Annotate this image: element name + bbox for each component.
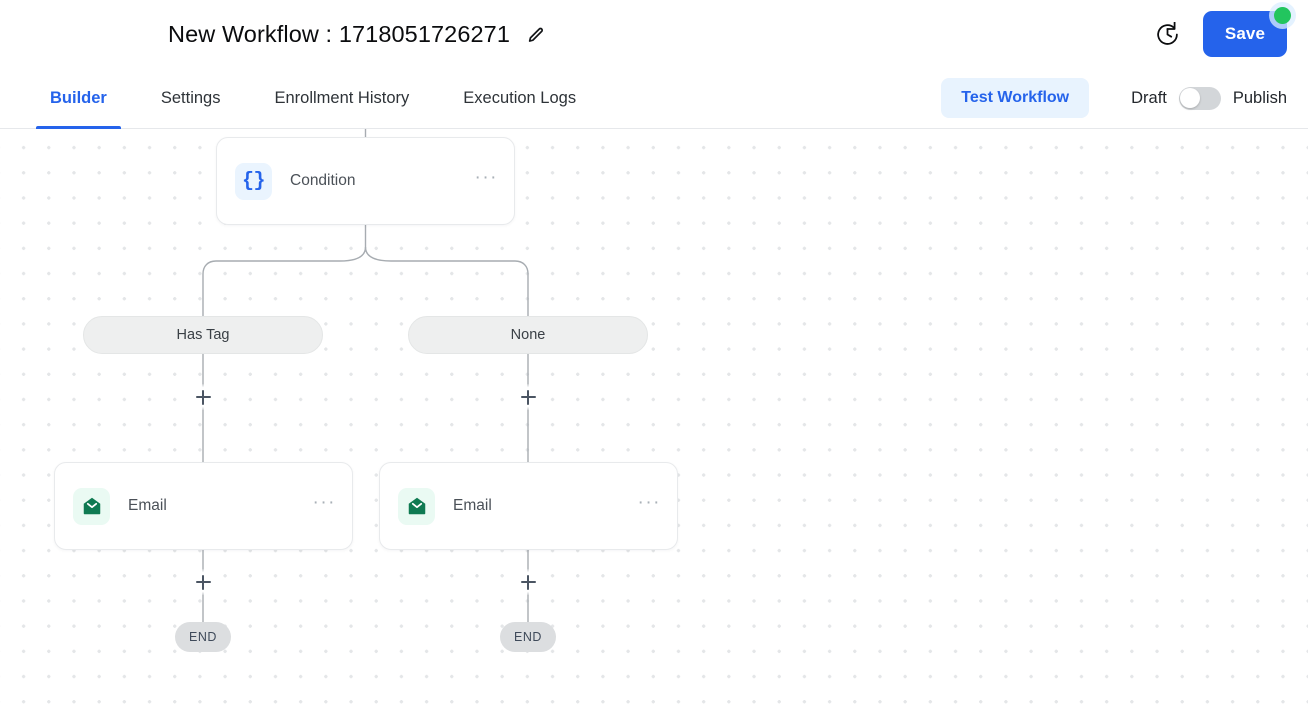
node-condition-menu[interactable]: ···: [474, 166, 498, 188]
publish-label: Publish: [1232, 88, 1287, 107]
branch-label-none[interactable]: None: [408, 316, 648, 354]
clock-history-icon[interactable]: [1153, 19, 1183, 49]
end-node-right[interactable]: END: [500, 622, 556, 652]
tab-builder[interactable]: Builder: [36, 68, 121, 129]
tab-bar-actions: Test Workflow Draft Publish: [941, 68, 1308, 128]
braces-icon: {}: [235, 162, 272, 200]
publish-toggle[interactable]: [1178, 86, 1221, 110]
node-email-right-menu[interactable]: ···: [637, 491, 661, 513]
node-email-left[interactable]: Email ···: [54, 462, 353, 550]
end-node-left[interactable]: END: [175, 622, 231, 652]
tab-list: Builder Settings Enrollment History Exec…: [36, 68, 590, 129]
node-condition-label: Condition: [290, 172, 356, 189]
tab-execution-logs[interactable]: Execution Logs: [463, 88, 577, 107]
node-email-left-menu[interactable]: ···: [312, 491, 336, 513]
save-button[interactable]: Save: [1202, 11, 1287, 57]
envelope-icon: [73, 487, 110, 525]
node-email-right[interactable]: Email ···: [379, 462, 678, 550]
node-email-left-label: Email: [128, 497, 167, 514]
pencil-icon[interactable]: [524, 24, 546, 46]
branch-label-has-tag[interactable]: Has Tag: [83, 316, 323, 354]
add-step-button-left-top[interactable]: [190, 384, 216, 410]
envelope-icon: [398, 487, 435, 525]
node-email-right-label: Email: [453, 497, 492, 514]
add-step-button-right-top[interactable]: [515, 384, 541, 410]
publish-toggle-knob: [1180, 88, 1201, 108]
tab-settings[interactable]: Settings: [160, 88, 221, 107]
tab-bar: Builder Settings Enrollment History Exec…: [0, 68, 1308, 129]
draft-label: Draft: [1131, 88, 1167, 107]
add-step-button-right-bottom[interactable]: [515, 569, 541, 595]
top-bar: New Workflow : 1718051726271 Save: [0, 0, 1308, 68]
add-step-button-left-bottom[interactable]: [190, 569, 216, 595]
publish-toggle-group: Draft Publish: [1131, 86, 1287, 110]
top-bar-actions: Save: [1153, 7, 1308, 57]
workflow-canvas[interactable]: {} Condition ··· Has Tag None Email ··: [0, 129, 1308, 710]
page-title: New Workflow : 1718051726271: [168, 20, 511, 47]
title-group: New Workflow : 1718051726271: [168, 21, 546, 48]
save-button-wrapper: Save: [1202, 7, 1291, 57]
tab-enrollment-history[interactable]: Enrollment History: [274, 88, 410, 107]
test-workflow-button[interactable]: Test Workflow: [941, 78, 1090, 118]
node-condition[interactable]: {} Condition ···: [216, 137, 515, 225]
flow-graph: {} Condition ··· Has Tag None Email ··: [0, 129, 1308, 710]
